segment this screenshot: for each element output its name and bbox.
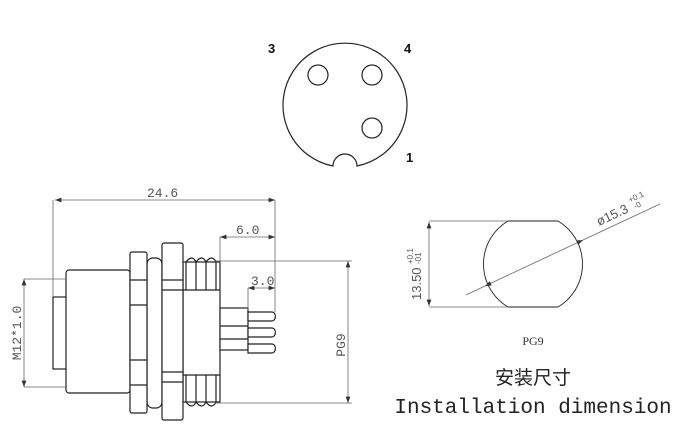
dim-pin-length-a: 6.0 <box>236 223 259 238</box>
dim-thread-rear: PG9 <box>334 333 349 356</box>
pin-label-4: 4 <box>404 41 412 56</box>
cutout-thread-label: PG9 <box>522 334 543 348</box>
dim-overall-length: 24.6 <box>147 186 178 201</box>
dim-flat-tol-plus: +0.1 <box>406 248 415 264</box>
pin-hole-4 <box>361 64 383 86</box>
dim-flat-tol-minus: -01 <box>414 252 423 264</box>
panel-cutout: 13.50 +0.1 -01 ø15.3 +0.1 -0 PG9 <box>406 189 661 348</box>
dim-thread-front: M12*1.0 <box>10 306 25 361</box>
dim-diameter: ø15.3 <box>594 201 630 229</box>
side-view <box>52 242 276 421</box>
pin-hole-3 <box>307 64 329 86</box>
caption-english: Installation dimension <box>394 397 671 420</box>
pin-hole-1 <box>361 117 383 139</box>
dim-flat-width: 13.50 <box>409 267 424 300</box>
side-view-dimensions: 24.6 6.0 3.0 PG9 M12*1.0 <box>10 186 352 404</box>
pin-label-3: 3 <box>268 41 275 56</box>
caption-chinese: 安装尺寸 <box>495 367 571 389</box>
dim-dia-tol-minus: -0 <box>632 200 643 211</box>
dim-pin-length-b: 3.0 <box>251 274 274 289</box>
pin-label-1: 1 <box>406 150 413 165</box>
connector-face-outline <box>282 42 408 167</box>
pinout-face: 3 4 1 <box>268 41 413 167</box>
